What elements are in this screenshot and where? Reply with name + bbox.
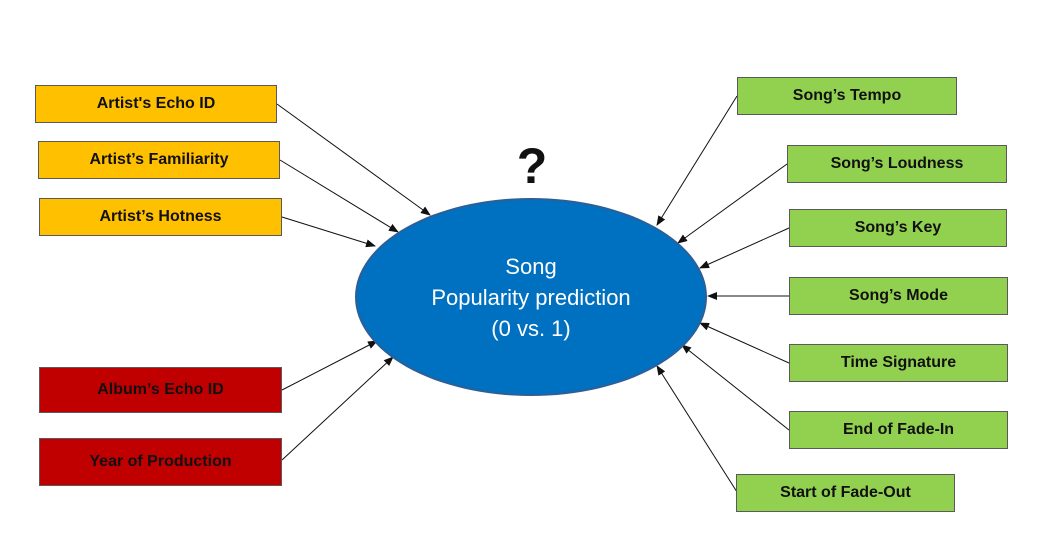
box-label: Song’s Mode bbox=[849, 287, 948, 304]
box-label: Start of Fade-Out bbox=[780, 484, 911, 501]
box-song-key: Song’s Key bbox=[789, 209, 1007, 247]
arrow-time-signature bbox=[699, 322, 790, 364]
ellipse-line-3: (0 vs. 1) bbox=[491, 315, 571, 341]
ellipse-line-1: Song bbox=[505, 253, 557, 279]
box-time-signature: Time Signature bbox=[789, 344, 1008, 382]
arrow-artist-echo-id bbox=[276, 103, 431, 216]
arrow-album-echo-id bbox=[281, 340, 378, 391]
box-label: Year of Production bbox=[89, 453, 232, 470]
arrow-artist-familiarity bbox=[279, 159, 399, 233]
arrow-song-tempo bbox=[656, 95, 738, 226]
arrow-song-loudness bbox=[677, 163, 788, 244]
box-label: Song’s Loudness bbox=[830, 155, 964, 172]
box-artist-familiarity: Artist’s Familiarity bbox=[38, 141, 280, 179]
box-album-echo-id: Album’s Echo ID bbox=[39, 367, 282, 413]
arrow-start-of-fade-out bbox=[656, 365, 738, 493]
box-year-of-production: Year of Production bbox=[39, 438, 282, 486]
box-end-of-fade-in: End of Fade-In bbox=[789, 411, 1008, 449]
box-start-of-fade-out: Start of Fade-Out bbox=[736, 474, 955, 512]
arrow-song-key bbox=[699, 227, 790, 269]
box-label: Artist’s Familiarity bbox=[89, 151, 229, 168]
box-artist-hotness: Artist’s Hotness bbox=[39, 198, 282, 236]
box-song-tempo: Song’s Tempo bbox=[737, 77, 957, 115]
arrow-year-of-production bbox=[281, 356, 394, 461]
ellipse-line-2: Popularity prediction bbox=[431, 284, 631, 310]
box-label: Song’s Tempo bbox=[792, 87, 902, 104]
arrow-artist-hotness bbox=[281, 216, 376, 248]
box-label: End of Fade-In bbox=[842, 421, 955, 438]
box-label: Artist's Echo ID bbox=[96, 95, 216, 112]
arrow-end-of-fade-in bbox=[681, 344, 790, 431]
box-label: Song’s Key bbox=[854, 219, 942, 236]
box-artist-echo-id: Artist's Echo ID bbox=[35, 85, 277, 123]
prediction-ellipse: Song Popularity prediction (0 vs. 1) bbox=[355, 198, 707, 396]
box-song-mode: Song’s Mode bbox=[789, 277, 1008, 315]
box-label: Album’s Echo ID bbox=[97, 381, 224, 398]
question-mark-icon: ? bbox=[516, 138, 548, 194]
box-song-loudness: Song’s Loudness bbox=[787, 145, 1007, 183]
box-label: Time Signature bbox=[840, 354, 957, 371]
box-label: Artist’s Hotness bbox=[99, 208, 222, 225]
